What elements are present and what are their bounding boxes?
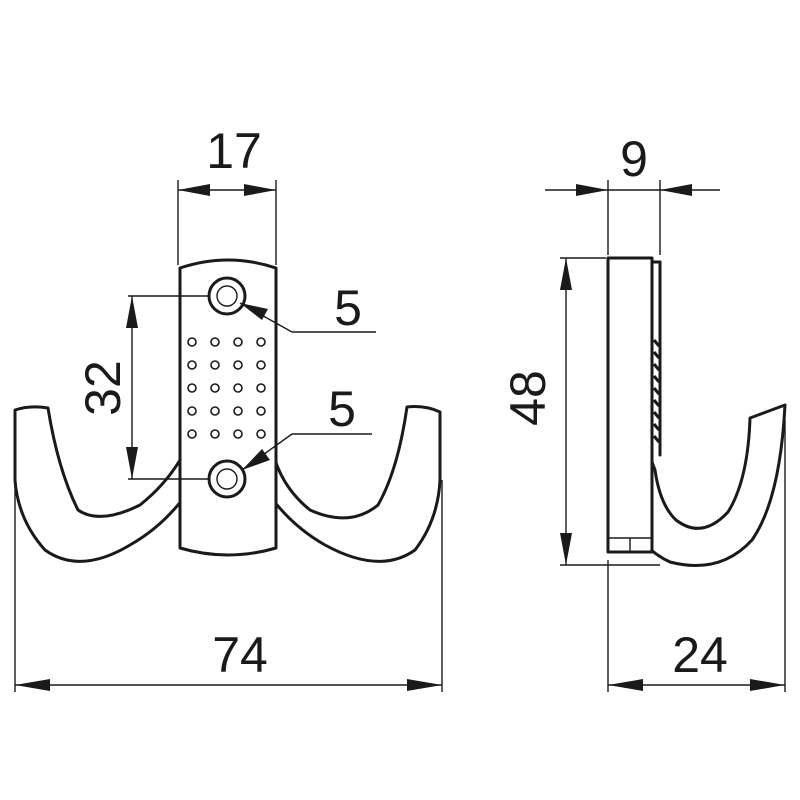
dim-hole-spacing: 32: [75, 295, 210, 480]
plate-dot: [256, 360, 266, 370]
side-hook: [630, 403, 787, 567]
texture-dash: [652, 435, 661, 443]
plate-dot: [210, 429, 220, 439]
plate-dot: [187, 383, 197, 393]
front-lower-screw-hole: [207, 459, 247, 499]
side-view: 9 48 24: [500, 131, 787, 692]
side-plate: [606, 256, 654, 554]
dim-side-projection: 24: [607, 420, 786, 692]
front-upper-screw-hole: [207, 276, 247, 316]
plate-dot: [233, 383, 243, 393]
leader-lower-hole: 5: [241, 381, 372, 471]
dim-plate-width: 17: [177, 123, 277, 265]
texture-dash: [652, 399, 661, 407]
dim-overall-width-label: 74: [212, 627, 268, 683]
texture-dash: [652, 351, 661, 359]
dim-side-height-label: 48: [500, 370, 556, 426]
plate-dot: [187, 360, 197, 370]
leader-upper-hole: 5: [239, 280, 376, 336]
plate-dot: [256, 406, 266, 416]
texture-dash: [652, 423, 661, 431]
texture-dash: [652, 375, 661, 383]
texture-dash: [652, 339, 661, 347]
texture-dash: [652, 363, 661, 371]
plate-dot: [256, 429, 266, 439]
dim-upper-hole-label: 5: [334, 280, 362, 336]
texture-dash: [652, 387, 661, 395]
plate-dot: [233, 337, 243, 347]
dim-side-depth-label: 9: [620, 131, 648, 187]
plate-dot: [256, 337, 266, 347]
plate-dot: [210, 360, 220, 370]
dim-plate-width-label: 17: [206, 123, 262, 179]
side-texture-edge: [652, 339, 661, 443]
plate-dot: [210, 383, 220, 393]
plate-dot: [256, 383, 266, 393]
front-dot-pattern: [187, 337, 266, 439]
plate-dot: [187, 429, 197, 439]
dim-side-depth: 9: [545, 131, 720, 255]
dim-side-height: 48: [500, 257, 660, 566]
dim-overall-width: 74: [14, 480, 443, 692]
front-view: 17 32 5 5: [13, 123, 443, 692]
plate-dot: [210, 337, 220, 347]
dim-hole-spacing-label: 32: [75, 360, 131, 416]
plate-dot: [187, 406, 197, 416]
plate-dot: [233, 360, 243, 370]
dim-side-projection-label: 24: [672, 627, 728, 683]
front-left-hook: [13, 405, 184, 563]
plate-dot: [210, 406, 220, 416]
front-mounting-plate: [178, 258, 278, 557]
plate-dot: [187, 337, 197, 347]
dim-lower-hole-label: 5: [328, 381, 356, 437]
plate-dot: [233, 429, 243, 439]
front-right-hook: [271, 405, 442, 563]
plate-dot: [233, 406, 243, 416]
texture-dash: [652, 411, 661, 419]
